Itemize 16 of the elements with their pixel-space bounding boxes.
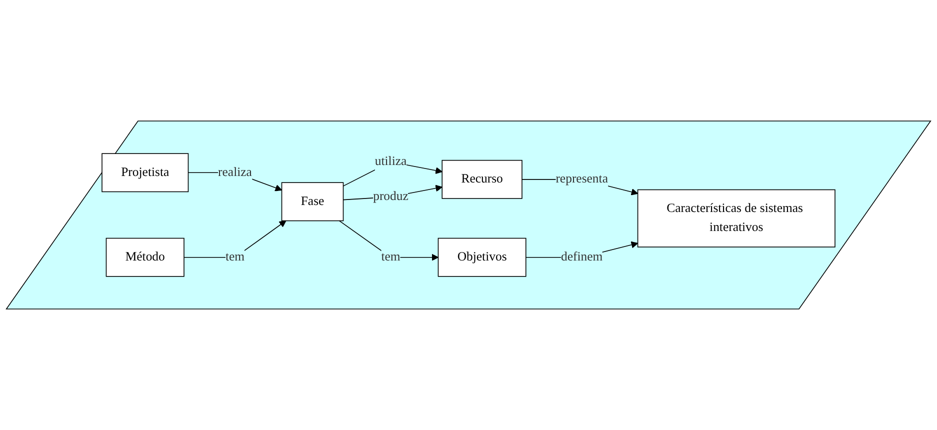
arrow <box>184 220 286 258</box>
edge-label: realiza <box>218 166 252 180</box>
edge-label: definem <box>560 250 603 264</box>
cluster <box>6 120 932 310</box>
edge-label: tem <box>381 250 400 264</box>
edge-label: tem <box>225 250 245 264</box>
node-box: Método <box>106 238 184 277</box>
node-box: Fase <box>281 182 344 222</box>
edge-label: produz <box>373 190 408 204</box>
node-box: Recurso <box>442 160 522 199</box>
edge-label: representa <box>556 172 608 186</box>
arrow <box>338 220 439 261</box>
node-box: Objetivos <box>438 238 526 277</box>
node-box: Características de sistemas interativos <box>637 189 836 248</box>
edge-label: utiliza <box>374 154 407 168</box>
node-box: Projetista <box>102 153 189 192</box>
